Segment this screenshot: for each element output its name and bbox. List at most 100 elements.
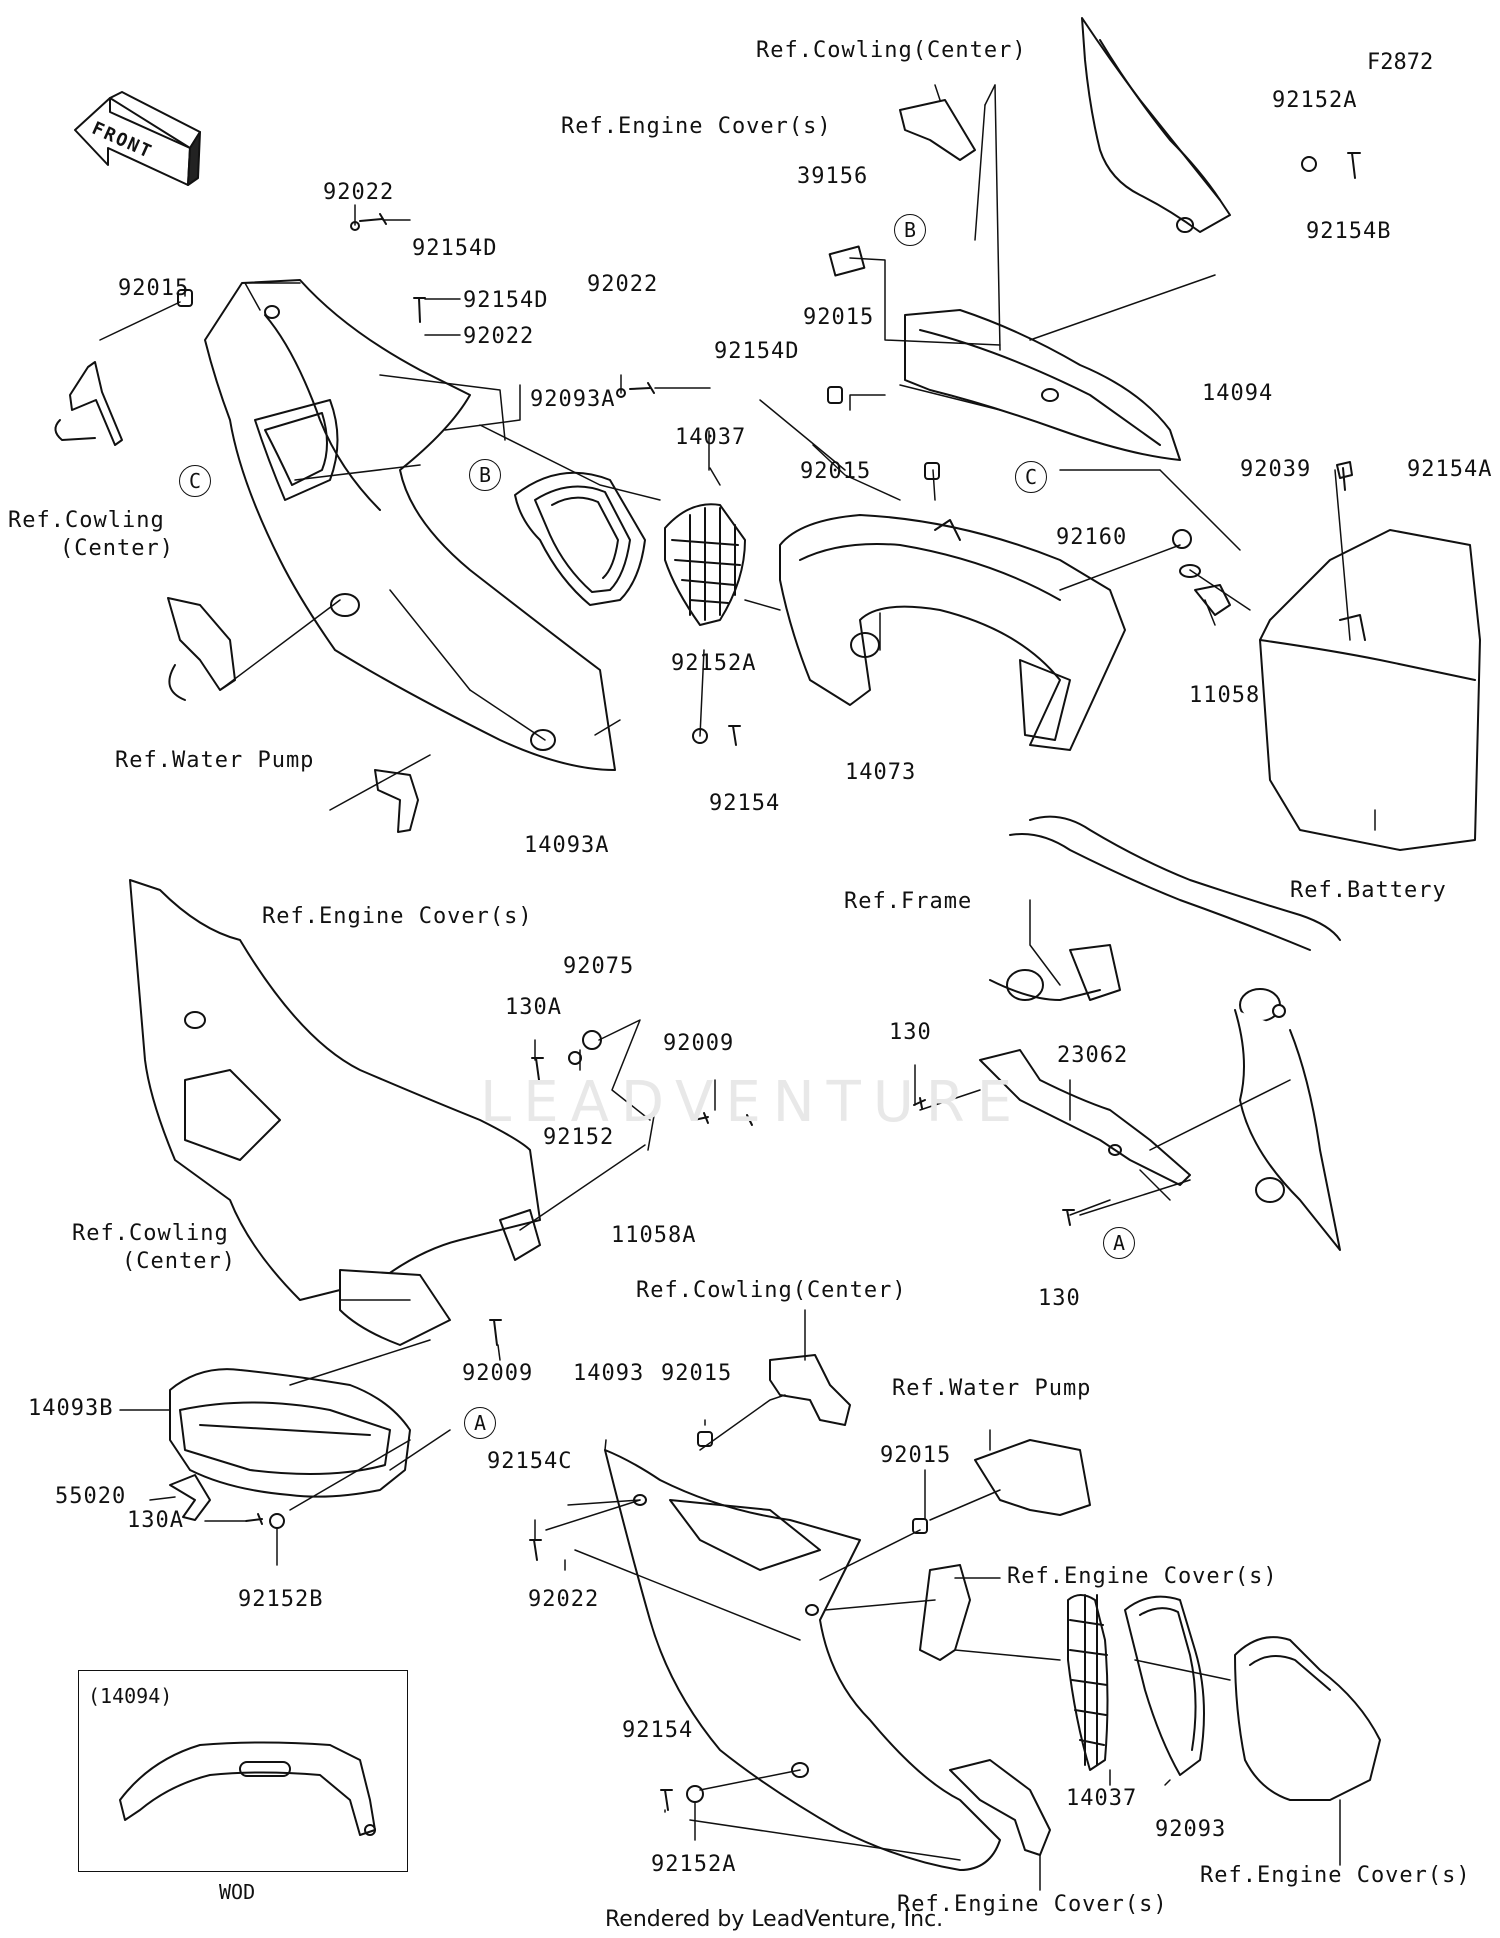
ref-cowling-center-top: Ref.Cowling(Center) [756,38,1027,63]
part-label-92152a-b: 92152A [671,651,757,676]
ref-cowling-mid-left-line2: (Center) [122,1249,236,1274]
part-label-92152b: 92152B [238,1587,324,1612]
sticker-55020-drawing [170,1475,210,1520]
bracket-14094-drawing [905,310,1180,460]
callout-c-upper-left: C [179,465,211,497]
bracket-11058-drawing [1195,585,1230,615]
callout-a-left: A [464,1407,496,1439]
part-label-11058a: 11058A [611,1223,697,1248]
engine-cover-lower-right-drawing [1235,1637,1380,1800]
bracket-engine-cover-lower-drawing [920,1565,970,1660]
inset-bracket-drawing [120,1743,375,1836]
footer-credit: Rendered by LeadVenture, Inc. [605,1907,944,1932]
ref-engine-covers-lower-mid: Ref.Engine Cover(s) [1007,1564,1278,1589]
ref-water-pump-lower: Ref.Water Pump [892,1376,1092,1401]
callout-a-right: A [1103,1227,1135,1259]
ref-cowling-upper-left-line1: Ref.Cowling [8,508,165,533]
bracket-engine-cover-top-drawing [900,100,975,160]
front-arrow-icon [75,92,200,185]
part-label-14037-a: 14037 [675,425,747,450]
part-label-130a-a: 130A [505,995,562,1020]
part-label-92009-b: 92009 [462,1361,534,1386]
figure-code: F2872 [1367,50,1434,75]
part-label-11058: 11058 [1189,683,1261,708]
part-label-14037-b: 14037 [1066,1786,1138,1811]
part-label-92022-b: 92022 [463,324,535,349]
part-label-39156: 39156 [797,164,869,189]
bolts-drawing [246,153,1360,1810]
battery-box-drawing [1260,530,1480,850]
part-label-92039: 92039 [1240,457,1312,482]
bracket-water-pump-lower-drawing [975,1440,1090,1515]
part-label-92015-a: 92015 [118,276,190,301]
ref-engine-covers-top: Ref.Engine Cover(s) [561,114,832,139]
part-label-130-a: 130 [889,1020,932,1045]
callout-c-upper-right: C [1015,461,1047,493]
part-label-92152: 92152 [543,1125,615,1150]
ref-cowling-center-lower: Ref.Cowling(Center) [636,1278,907,1303]
part-label-14093a: 14093A [524,833,610,858]
duct-92093a-drawing [515,473,645,605]
bracket-cowling-upper-left-drawing [55,362,122,445]
frame-14073-drawing [780,515,1125,750]
part-label-92015-d: 92015 [661,1361,733,1386]
part-label-92022-d: 92022 [528,1587,600,1612]
inset-caption: WOD [219,1880,256,1904]
part-label-23062: 23062 [1057,1043,1129,1068]
sticker-39156-drawing [830,246,865,275]
part-label-55020: 55020 [55,1484,127,1509]
ref-engine-covers-mid-left: Ref.Engine Cover(s) [262,904,533,929]
mesh-14037-upper-drawing [665,504,745,625]
part-label-92022-a: 92022 [323,180,395,205]
inset-box [78,1670,408,1872]
ref-frame: Ref.Frame [844,889,973,914]
bracket-water-pump-upper-drawing [168,598,235,700]
inset-title: (14094) [88,1684,173,1708]
bracket-23062-drawing [980,1050,1190,1185]
cowling-center-mid-left-drawing [130,880,540,1345]
ref-cowling-mid-left-line1: Ref.Cowling [72,1221,229,1246]
part-label-14094: 14094 [1202,381,1274,406]
cowling-center-top-right-drawing [1082,18,1230,232]
part-label-14073: 14073 [845,760,917,785]
part-label-92009-a: 92009 [663,1031,735,1056]
part-label-92154d-c: 92154D [714,339,800,364]
part-label-92075: 92075 [563,954,635,979]
part-label-92152a-a: 92152A [1272,88,1358,113]
part-label-92160: 92160 [1056,525,1128,550]
duct-92093-lower-drawing [1125,1597,1204,1775]
watermark: LEADVENTURE [480,1070,1025,1135]
part-label-92093: 92093 [1155,1817,1227,1842]
bracket-cowling-lower-drawing [770,1355,850,1425]
part-label-92154-a: 92154 [709,791,781,816]
part-label-92152a-c: 92152A [651,1852,737,1877]
part-label-92015-b: 92015 [803,305,875,330]
part-label-130a-b: 130A [127,1508,184,1533]
ref-battery: Ref.Battery [1290,878,1447,903]
part-label-14093: 14093 [573,1361,645,1386]
part-label-92015-c: 92015 [800,459,872,484]
part-label-92154d-b: 92154D [463,288,549,313]
part-label-92154-b: 92154 [622,1718,694,1743]
callout-b-upper-right: B [894,214,926,246]
part-label-14093b: 14093B [28,1396,114,1421]
ref-cowling-upper-left-line2: (Center) [60,536,174,561]
callout-b-upper-left: B [469,459,501,491]
part-label-92093a: 92093A [530,387,616,412]
leader-lines [100,85,1375,1890]
part-label-92154c: 92154C [487,1449,573,1474]
ref-engine-covers-bottom: Ref.Engine Cover(s) [897,1892,1168,1917]
ref-engine-covers-lower-right: Ref.Engine Cover(s) [1200,1863,1471,1888]
side-cowl-lower-drawing [605,1450,1000,1870]
guard-14093b-drawing [170,1369,410,1497]
ref-water-pump-upper: Ref.Water Pump [115,748,315,773]
part-label-92022-c: 92022 [587,272,659,297]
bracket-engine-cover-upper-drawing [375,770,418,832]
hardware-drawing [178,157,1352,1802]
part-label-92015-e: 92015 [880,1443,952,1468]
part-label-92154a: 92154A [1407,457,1493,482]
frame-middle-right-drawing [990,817,1340,1250]
part-label-130-b: 130 [1038,1286,1081,1311]
